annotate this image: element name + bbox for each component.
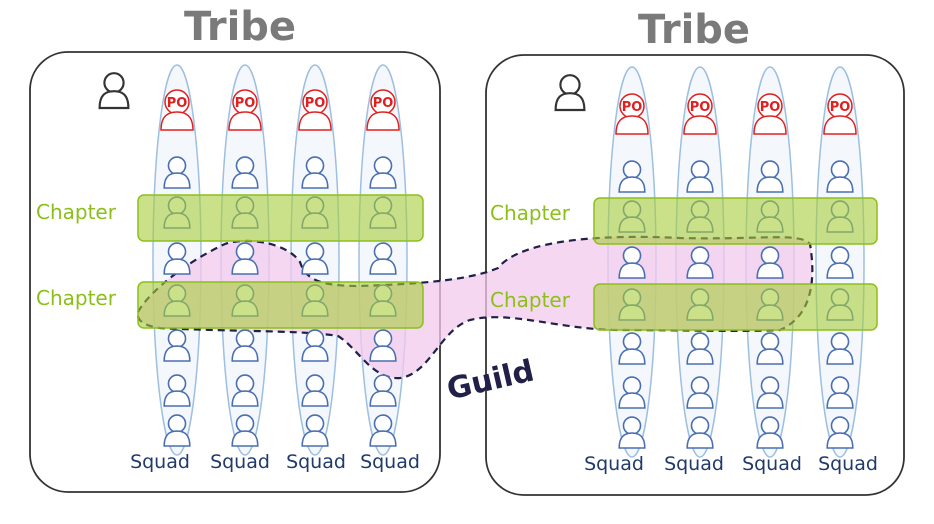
po-label: PO — [830, 100, 851, 115]
po-label: PO — [622, 100, 643, 115]
squad-label: Squad — [130, 451, 190, 473]
chapter-bands — [137, 194, 878, 331]
squad-label: Squad — [286, 451, 346, 473]
chapter-band — [593, 283, 878, 331]
product-owner-person: PO — [823, 93, 857, 135]
po-label: PO — [235, 96, 256, 111]
po-label: PO — [373, 96, 394, 111]
squad-label: Squad — [210, 451, 270, 473]
squad-label: Squad — [818, 453, 878, 475]
squad-label: Squad — [664, 453, 724, 475]
product-owner-person: PO — [615, 93, 649, 135]
chapter-label: Chapter — [36, 286, 117, 310]
product-owner-person: PO — [753, 93, 787, 135]
product-owner-person: PO — [160, 89, 194, 131]
po-label: PO — [167, 96, 188, 111]
squad-label: Squad — [584, 453, 644, 475]
chapter-band — [593, 197, 878, 245]
chapter-label: Chapter — [490, 201, 571, 225]
chapter-band — [137, 281, 424, 329]
chapter-label: Chapter — [490, 288, 571, 312]
product-owner-person: PO — [228, 89, 262, 131]
squad-label: Squad — [360, 451, 420, 473]
chapter-band — [137, 194, 424, 242]
squad-label: Squad — [742, 453, 802, 475]
tribe-title: Tribe — [638, 7, 750, 53]
po-label: PO — [690, 100, 711, 115]
product-owner-person: PO — [683, 93, 717, 135]
tribe-title: Tribe — [184, 4, 296, 50]
chapter-label: Chapter — [36, 200, 117, 224]
people-layer: PO PO PO PO PO PO PO PO — [160, 89, 857, 449]
product-owner-person: PO — [298, 89, 332, 131]
po-label: PO — [305, 96, 326, 111]
po-label: PO — [760, 100, 781, 115]
product-owner-person: PO — [366, 89, 400, 131]
